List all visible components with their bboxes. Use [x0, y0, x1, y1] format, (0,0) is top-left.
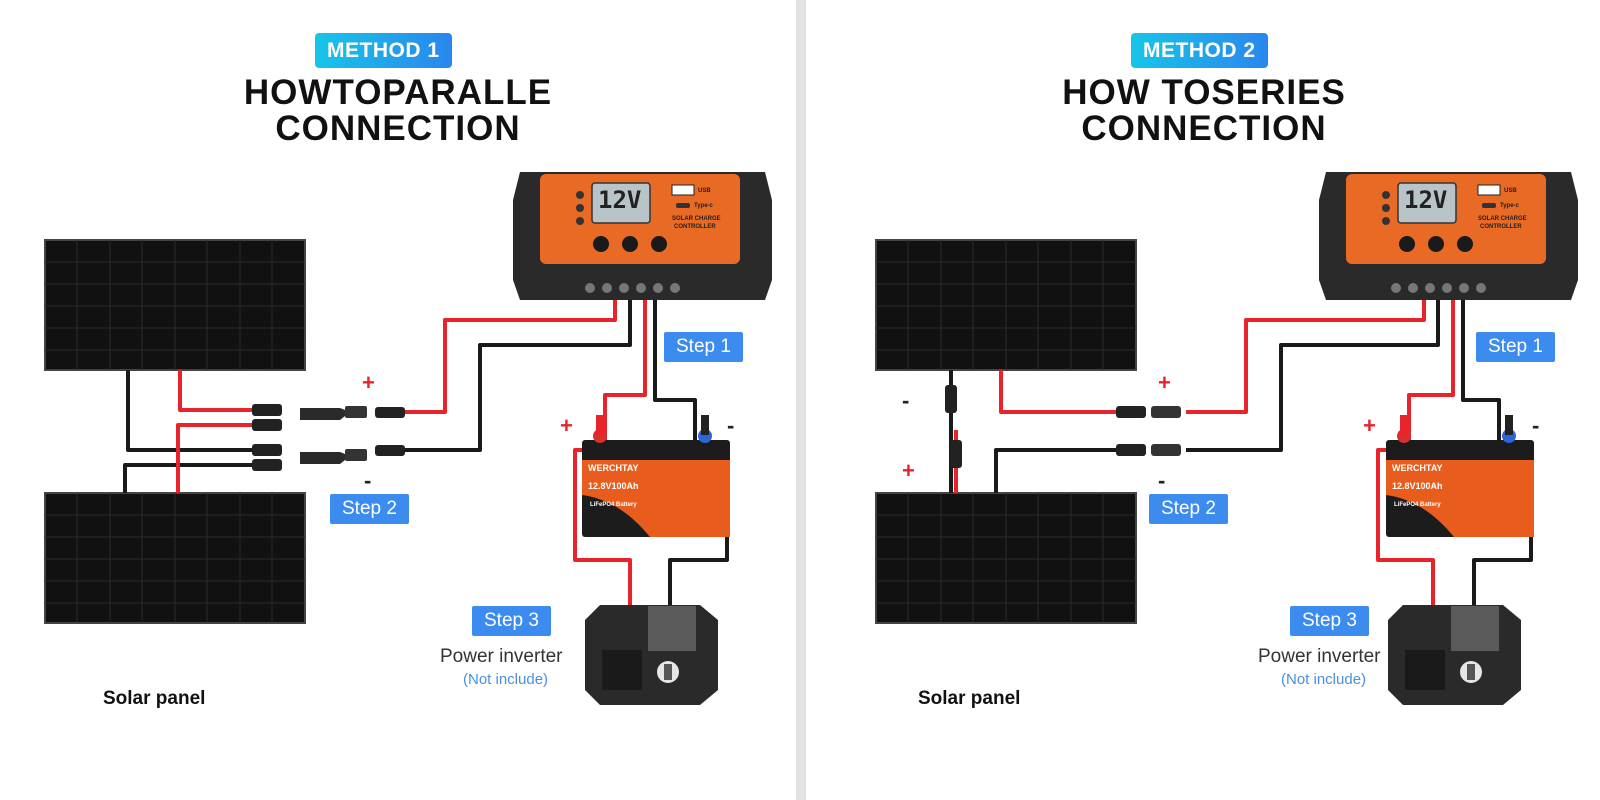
battery-minus-sign: - [727, 413, 735, 438]
battery-plus-sign: + [1363, 413, 1376, 438]
battery-brand: WERCHTAY [1392, 463, 1443, 473]
mc4-connectors [945, 385, 1181, 468]
battery-type: LiFePO4 Battery [590, 502, 637, 508]
method-1-panel: METHOD 1 HOWTOPARALLE CONNECTION [0, 0, 796, 800]
controller-name-1: SOLAR CHARGE [672, 216, 721, 222]
typec-label: Type-c [694, 203, 713, 209]
power-inverter [1388, 605, 1521, 705]
title-line-1: HOWTOPARALLE [243, 73, 553, 112]
charge-controller [513, 172, 772, 300]
controller-name-2: CONTROLLER [674, 224, 716, 230]
power-inverter [585, 605, 718, 705]
method-title: HOW TOSERIES CONNECTION [806, 75, 1600, 147]
plus-sign: + [902, 458, 915, 483]
battery-spec: 12.8V100Ah [1392, 481, 1443, 491]
panel-divider [796, 0, 806, 800]
controller-name-1: SOLAR CHARGE [1478, 216, 1527, 222]
parallel-wiring-diagram [44, 172, 772, 705]
inverter-note: (Not include) [1281, 671, 1367, 688]
inverter-label: Power inverter [1258, 646, 1381, 667]
inverter-note: (Not include) [463, 671, 549, 688]
lifepo4-battery [1386, 415, 1534, 537]
method-badge: METHOD 2 [1131, 33, 1268, 68]
step-1-label: Step 1 [1476, 332, 1555, 362]
step-2-label: Step 2 [330, 494, 409, 524]
solar-panel-bottom [44, 492, 306, 624]
solar-panel-label: Solar panel [918, 688, 1021, 709]
battery-plus-sign: + [560, 413, 573, 438]
series-wiring-diagram [875, 172, 1578, 705]
method-title: HOWTOPARALLE CONNECTION [0, 75, 796, 147]
battery-spec: 12.8V100Ah [588, 481, 639, 491]
title-line-2: CONNECTION [1081, 109, 1327, 148]
minus-sign: - [364, 468, 372, 493]
step-3-label: Step 3 [472, 606, 551, 636]
solar-panel-bottom [875, 492, 1137, 624]
solar-panel-top [875, 239, 1137, 371]
battery-type: LiFePO4 Battery [1394, 502, 1441, 508]
minus-sign-bottom: - [1158, 468, 1166, 493]
plus-sign-top: + [1158, 370, 1171, 395]
typec-label: Type-c [1500, 203, 1519, 209]
solar-panel-top [44, 239, 306, 371]
title-line-2: CONNECTION [275, 109, 521, 148]
usb-label: USB [1504, 188, 1517, 194]
mc4-connectors [252, 404, 405, 471]
step-3-label: Step 3 [1290, 606, 1369, 636]
plus-sign: + [362, 370, 375, 395]
controller-name-2: CONTROLLER [1480, 224, 1522, 230]
inverter-label: Power inverter [440, 646, 563, 667]
minus-sign: - [902, 388, 910, 413]
battery-brand: WERCHTAY [588, 463, 639, 473]
controller-lcd: 12V [598, 186, 642, 214]
lifepo4-battery [582, 415, 730, 537]
method-2-panel: METHOD 2 HOW TOSERIES CONNECTION [806, 0, 1600, 800]
usb-label: USB [698, 188, 711, 194]
title-line-1: HOW TOSERIES [1062, 73, 1346, 112]
method-badge: METHOD 1 [315, 33, 452, 68]
charge-controller [1319, 172, 1578, 300]
step-2-label: Step 2 [1149, 494, 1228, 524]
battery-minus-sign: - [1532, 413, 1540, 438]
solar-panel-label: Solar panel [103, 688, 206, 709]
step-1-label: Step 1 [664, 332, 743, 362]
controller-lcd: 12V [1404, 186, 1448, 214]
